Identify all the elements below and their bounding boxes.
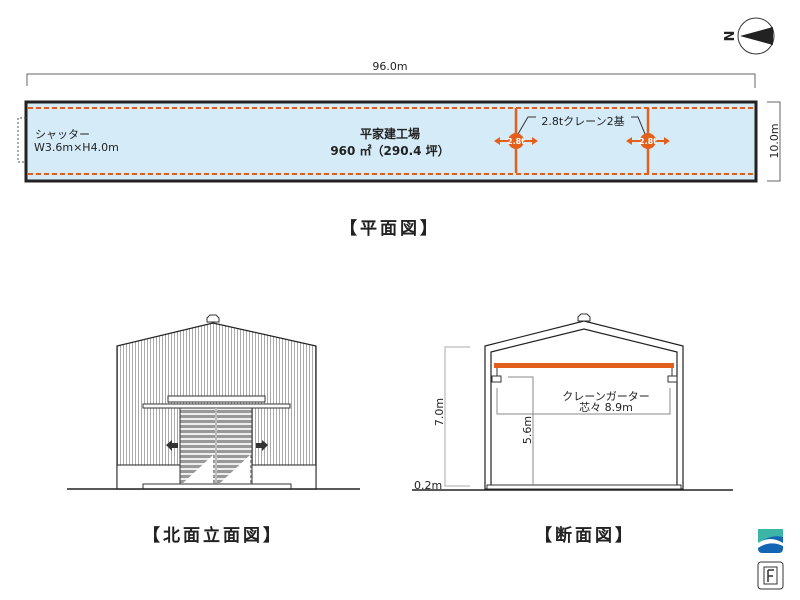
- crane-leader-1: [517, 116, 536, 135]
- shutter-label: シャッター: [35, 128, 90, 141]
- compass-label: N: [720, 31, 735, 42]
- height-dimension-line: [444, 346, 470, 487]
- width-dimension-line: [767, 101, 781, 182]
- north-elevation: 【北面立面図】: [67, 314, 360, 546]
- company-logo: [758, 529, 783, 553]
- north-compass-icon: N: [720, 17, 775, 55]
- roof-vent: [206, 314, 220, 323]
- building-name: 平家建工場: [360, 126, 420, 141]
- crane-badge-2: 2.8t: [639, 137, 657, 146]
- plan-title: 【平面図】: [340, 218, 440, 239]
- file-icon: [757, 561, 784, 590]
- floor-plan: 96.0m シャッター W3.6m×H4.0m 平家建工場 960 ㎡（290.…: [17, 60, 781, 239]
- building-area: 960 ㎡（290.4 坪）: [330, 143, 449, 158]
- length-dimension: 96.0m: [372, 60, 407, 73]
- crane-height-line: [508, 376, 534, 486]
- length-dimension-line: [26, 73, 756, 88]
- crane-2: 2.8t: [626, 108, 670, 173]
- crane-1: 2.8t: [494, 108, 538, 173]
- girder-span-line: [496, 388, 671, 415]
- crane-girder: [494, 363, 674, 368]
- crane-leader-2: [631, 116, 646, 135]
- height-dimension: 7.0m: [433, 398, 446, 426]
- canopy: [142, 403, 291, 409]
- crane-height-dim: 5.6m: [521, 416, 534, 444]
- sign-board: [167, 395, 266, 403]
- base-dimension: 0.2m: [414, 479, 442, 492]
- arrow-left-icon: [166, 440, 178, 451]
- cross-section: クレーンガーター 芯々 8.9m 5.6m 7.0m 0.2m 【断面図】: [412, 313, 733, 546]
- girder-span: 芯々 8.9m: [579, 400, 633, 414]
- girder-label: クレーンガーター: [562, 390, 649, 403]
- width-dimension: 10.0m: [768, 123, 781, 158]
- section-title: 【断面図】: [535, 525, 635, 546]
- shutter-size: W3.6m×H4.0m: [34, 141, 119, 154]
- elevation-title: 【北面立面図】: [143, 525, 283, 546]
- crane-badge-1: 2.8t: [507, 137, 525, 146]
- shutter-mark: [17, 117, 26, 163]
- arrow-right-icon: [256, 440, 268, 451]
- crane-label: 2.8tクレーン2基: [541, 115, 624, 128]
